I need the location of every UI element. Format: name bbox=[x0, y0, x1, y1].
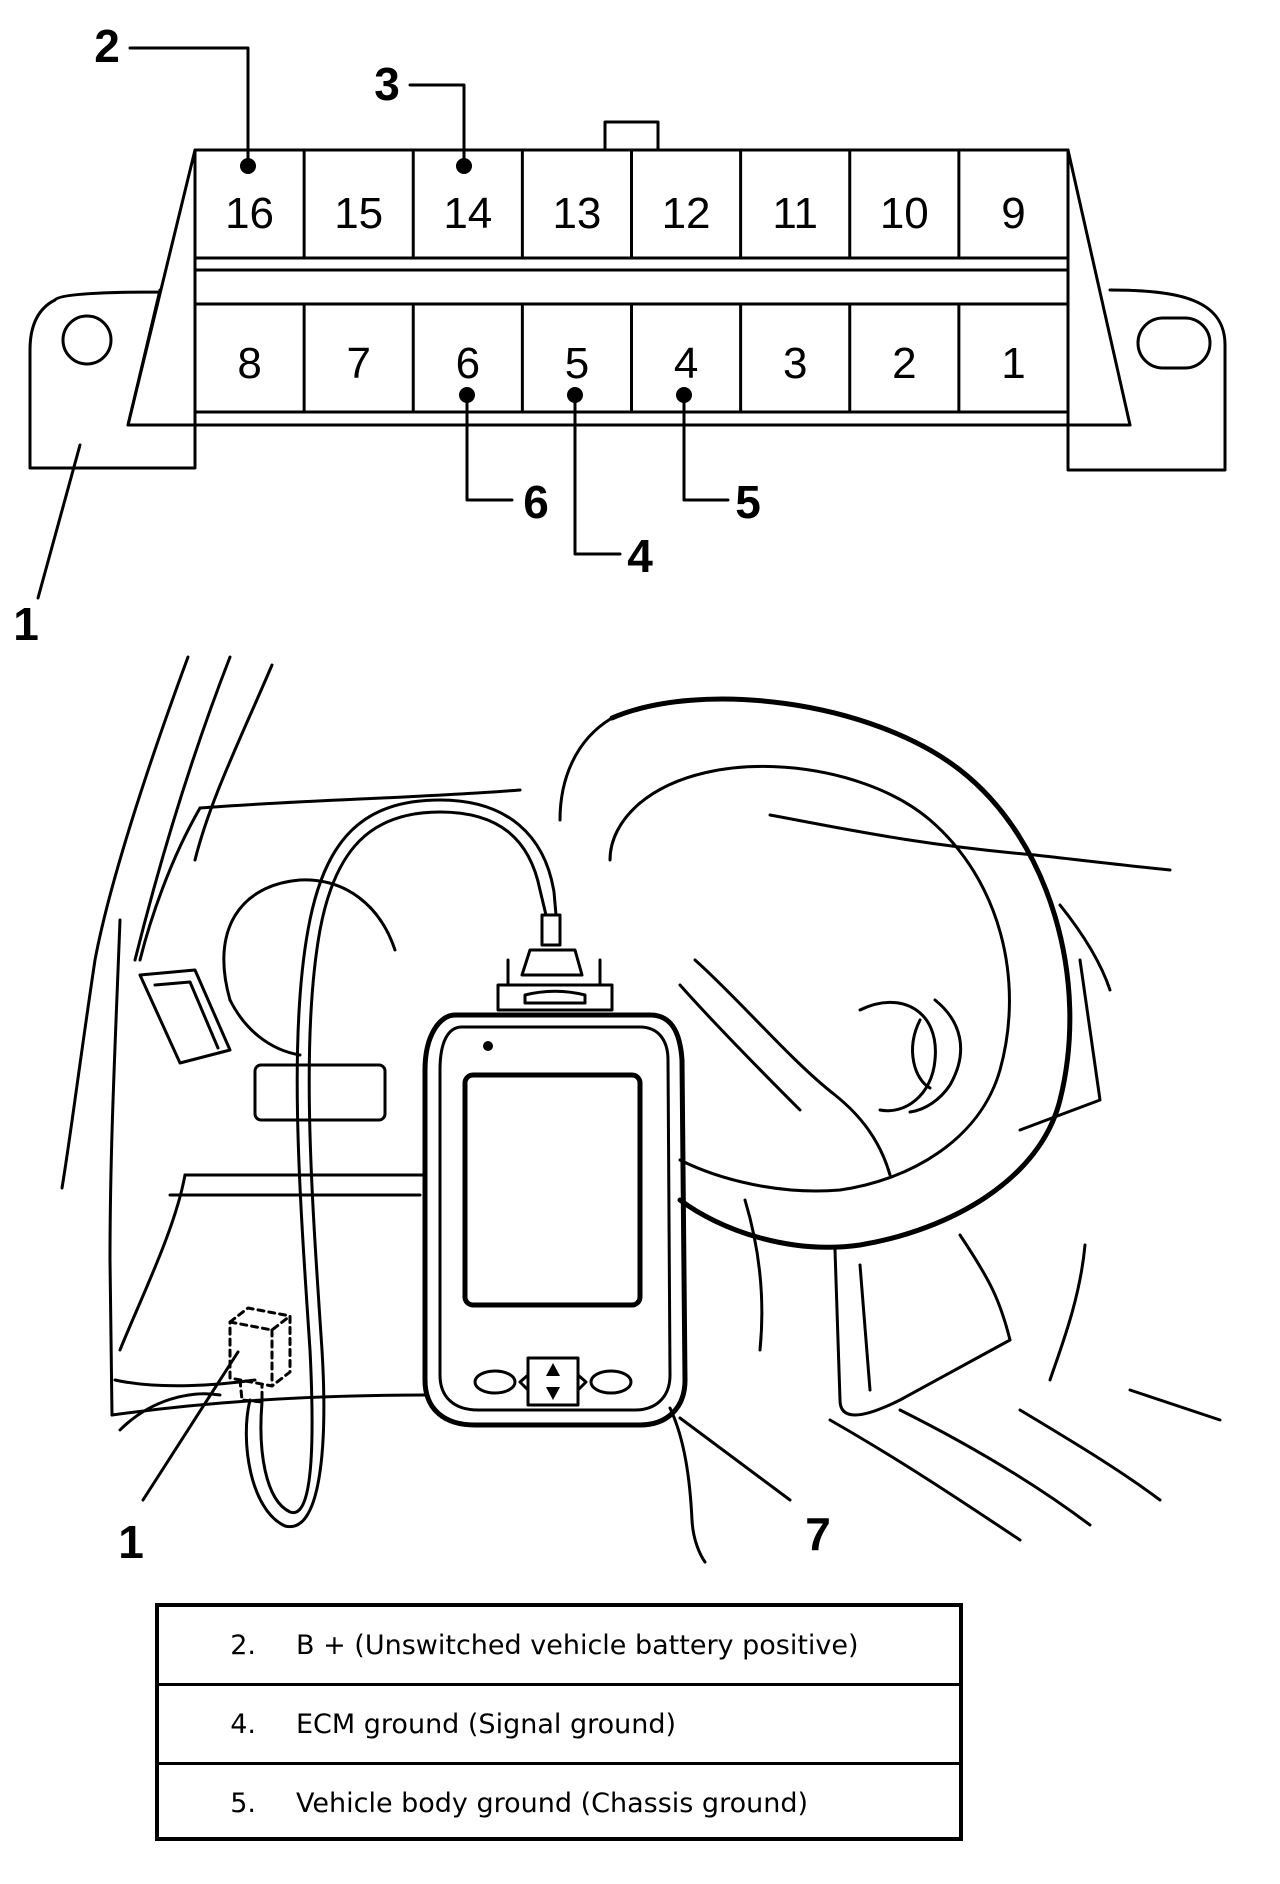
callout-1-bottom: 1 bbox=[118, 1516, 144, 1568]
callout-5: 5 bbox=[735, 476, 761, 528]
pin-number-9: 9 bbox=[1001, 189, 1025, 238]
callout-7: 7 bbox=[805, 1508, 831, 1560]
pin-number-12: 12 bbox=[662, 189, 711, 238]
connector-key bbox=[603, 120, 660, 152]
left-soft-key bbox=[473, 1369, 517, 1395]
dlc-connector: 16 15 14 13 12 11 10 9 8 7 6 5 4 3 2 1 bbox=[28, 120, 1227, 472]
pin-number-1: 1 bbox=[1001, 339, 1025, 388]
legend-text: ECM ground (Signal ground) bbox=[296, 1708, 677, 1740]
legend-text: B + (Unswitched vehicle battery positive… bbox=[296, 1629, 859, 1661]
up-arrow-icon bbox=[546, 1363, 560, 1376]
pin-number-15: 15 bbox=[334, 189, 383, 238]
pin-number-8: 8 bbox=[237, 339, 261, 388]
pin-number-14: 14 bbox=[443, 189, 492, 238]
legend-number: 4. bbox=[230, 1708, 256, 1740]
legend-text: Vehicle body ground (Chassis ground) bbox=[296, 1787, 808, 1819]
vehicle-interior-illustration: 1 bbox=[60, 655, 1222, 1568]
legend-table: 2. B + (Unswitched vehicle battery posit… bbox=[155, 1603, 963, 1841]
pin-number-10: 10 bbox=[880, 189, 929, 238]
legend-row: 5. Vehicle body ground (Chassis ground) bbox=[159, 1765, 959, 1841]
right-mount-hole bbox=[1136, 316, 1212, 370]
pin-number-11: 11 bbox=[772, 189, 818, 238]
scan-tool: 7 bbox=[422, 913, 831, 1564]
left-mount-hole bbox=[61, 314, 113, 366]
pin-number-6: 6 bbox=[456, 339, 480, 388]
callout-6: 6 bbox=[523, 476, 549, 528]
steering-wheel bbox=[558, 696, 1073, 1250]
power-led bbox=[483, 1041, 493, 1051]
pin-4-dot bbox=[676, 387, 692, 403]
pin-14-dot bbox=[456, 158, 472, 174]
pin-number-3: 3 bbox=[783, 339, 807, 388]
legend-row: 4. ECM ground (Signal ground) bbox=[159, 1686, 959, 1765]
pin-5-dot bbox=[567, 387, 583, 403]
scan-tool-screen bbox=[462, 1072, 643, 1308]
callout-2: 2 bbox=[94, 20, 120, 72]
pin-number-5: 5 bbox=[565, 339, 589, 388]
pin-number-2: 2 bbox=[892, 339, 916, 388]
pin-6-dot bbox=[459, 387, 475, 403]
pin-number-4: 4 bbox=[674, 339, 698, 388]
pin-number-7: 7 bbox=[346, 339, 370, 388]
pin-number-13: 13 bbox=[552, 189, 601, 238]
pin-number-16: 16 bbox=[225, 189, 274, 238]
callout-1-top: 1 bbox=[13, 598, 39, 650]
legend-row: 2. B + (Unswitched vehicle battery posit… bbox=[159, 1607, 959, 1686]
connector-callouts: 2 3 6 4 5 1 bbox=[13, 20, 761, 650]
dlc-location-marker bbox=[228, 1306, 292, 1404]
right-soft-key bbox=[589, 1369, 633, 1395]
callout-3: 3 bbox=[374, 58, 400, 110]
callout-4: 4 bbox=[627, 530, 653, 582]
legend-number: 2. bbox=[230, 1629, 256, 1661]
pin-16-dot bbox=[240, 158, 256, 174]
legend-number: 5. bbox=[230, 1787, 256, 1819]
down-arrow-icon bbox=[546, 1387, 560, 1400]
